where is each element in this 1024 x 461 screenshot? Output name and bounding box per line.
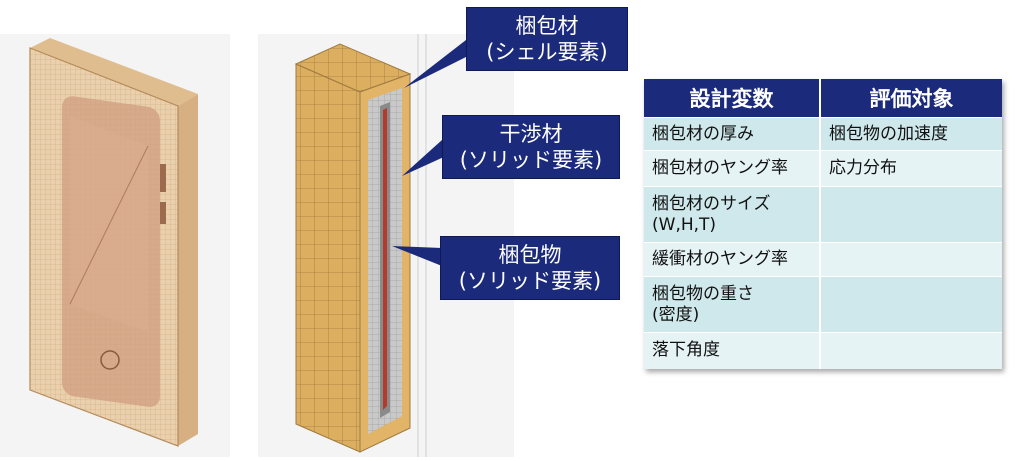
callout-packaging: 梱包材 (シェル要素) — [466, 7, 628, 71]
callout-packaging-title: 梱包材 — [515, 14, 579, 38]
variable-cell: 梱包材の厚み — [644, 117, 821, 151]
variable-cell: 梱包材のサイズ (W,H,T) — [644, 186, 821, 243]
callout-pointer-packaging — [404, 40, 480, 88]
callout-packaging-subtitle: (シェル要素) — [486, 40, 608, 64]
target-cell — [820, 186, 1002, 243]
variable-subtext: (W,H,T) — [652, 214, 717, 235]
callout-interference-subtitle: (ソリッド要素) — [459, 148, 603, 172]
callout-pointer-interference — [402, 140, 446, 176]
variable-cell: 梱包物の重さ (密度) — [644, 276, 821, 333]
variable-cell: 落下角度 — [644, 332, 821, 369]
callout-product-subtitle: (ソリッド要素) — [458, 269, 602, 293]
header-evaluation-target: 評価対象 — [820, 79, 1002, 118]
callout-interference: 干渉材 (ソリッド要素) — [442, 115, 620, 179]
table-row: 梱包材のサイズ (W,H,T) — [644, 186, 1002, 243]
design-variable-table: 設計変数 評価対象 梱包材の厚み 梱包物の加速度 梱包材のヤング率 応力分布 梱… — [644, 79, 1002, 369]
target-cell — [820, 332, 1002, 369]
callout-interference-title: 干渉材 — [499, 122, 563, 146]
phone-in-box-model-panel — [0, 34, 230, 457]
table-row: 落下角度 — [644, 332, 1002, 369]
callout-product-title: 梱包物 — [498, 243, 562, 267]
variable-text: 梱包材のサイズ — [652, 193, 771, 214]
target-cell — [820, 242, 1002, 277]
table-header-row: 設計変数 評価対象 — [644, 79, 1002, 118]
variable-cell: 緩衝材のヤング率 — [644, 242, 821, 277]
phone-in-box-illustration — [29, 38, 198, 447]
variable-text: 梱包物の重さ — [652, 283, 754, 304]
table-row: 梱包材の厚み 梱包物の加速度 — [644, 117, 1002, 151]
callout-product: 梱包物 (ソリッド要素) — [440, 236, 620, 300]
table-row: 梱包物の重さ (密度) — [644, 276, 1002, 333]
target-cell — [820, 276, 1002, 333]
table-row: 緩衝材のヤング率 — [644, 242, 1002, 277]
target-cell: 応力分布 — [820, 150, 1002, 187]
variable-subtext: (密度) — [652, 304, 700, 325]
callout-pointer-product — [392, 246, 442, 266]
variable-cell: 梱包材のヤング率 — [644, 150, 821, 187]
table-row: 梱包材のヤング率 応力分布 — [644, 150, 1002, 187]
header-design-variables: 設計変数 — [644, 79, 821, 118]
target-cell: 梱包物の加速度 — [820, 117, 1002, 151]
cross-section-illustration — [294, 34, 427, 457]
